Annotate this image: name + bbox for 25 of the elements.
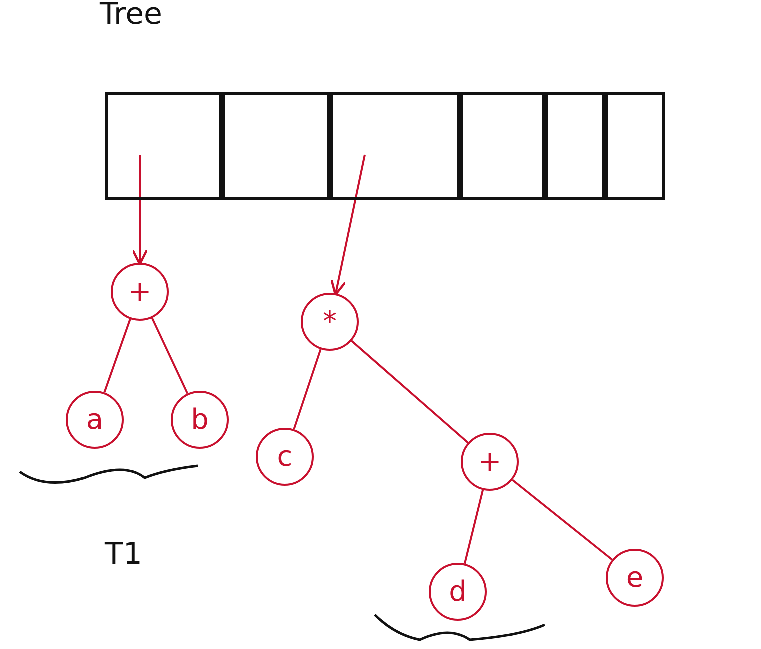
brace-label: T1 xyxy=(105,540,142,570)
node-symbol: + xyxy=(478,448,502,476)
tree-branch xyxy=(464,490,484,564)
node-symbol: c xyxy=(277,443,293,471)
tree-branch xyxy=(293,349,322,430)
tree-branch xyxy=(151,318,189,394)
tree-branch xyxy=(104,319,132,393)
tree-branch xyxy=(351,340,469,444)
array-cell xyxy=(105,92,222,200)
array-cell xyxy=(545,92,605,200)
tree-node-circle xyxy=(461,433,519,491)
pointer-arrow xyxy=(330,154,366,296)
node-symbol: d xyxy=(449,578,467,606)
node-symbol: b xyxy=(191,406,209,434)
node-symbol: a xyxy=(86,406,104,434)
array-cell xyxy=(222,92,330,200)
heading-text: Tree xyxy=(100,0,163,30)
pointer-arrow xyxy=(132,155,148,266)
node-symbol: + xyxy=(128,278,152,306)
array-cell xyxy=(460,92,545,200)
node-symbol: e xyxy=(626,564,644,592)
node-symbol: * xyxy=(323,308,337,336)
array-cell xyxy=(330,92,460,200)
tree-branch xyxy=(512,479,613,561)
array-cell xyxy=(605,92,665,200)
